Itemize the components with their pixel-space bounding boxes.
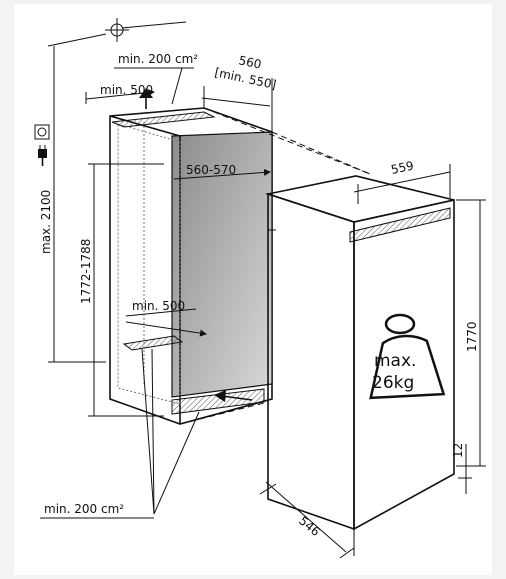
max-height-dimension: max. 2100 — [39, 33, 107, 363]
socket-icon — [34, 124, 50, 140]
top-vent — [111, 111, 216, 128]
ground-leader — [121, 21, 187, 29]
niche-height-dimension: 1772-1788 — [79, 163, 164, 417]
max-height-label: max. 2100 — [39, 190, 53, 254]
appliance-depth-dimension: 546 — [259, 481, 355, 559]
load-label-max: max. — [374, 351, 416, 371]
installation-diagram: max. 2100 min. 200 cm² min. 500 560 — [14, 4, 492, 575]
bottom-vent-label: min. 200 cm² — [44, 502, 124, 516]
guide-top-2 — [271, 131, 371, 175]
appliance-width-dimension: 559 — [353, 158, 451, 204]
inner-width-line — [173, 168, 271, 180]
power-plug-icon — [38, 145, 47, 166]
bottom-vent-rear — [122, 335, 184, 351]
guide-bottom — [179, 401, 269, 425]
arrow-left-icon — [214, 390, 253, 402]
top-vent-label: min. 200 cm² — [118, 52, 198, 66]
appliance-height-label: 1770 — [465, 321, 479, 352]
plinth-height-label: 12 — [451, 443, 465, 458]
bottom-vent-front — [171, 388, 265, 415]
appliance-height-dimension: 1770 — [456, 199, 486, 467]
appliance-width-label: 559 — [390, 158, 415, 176]
diagram-svg: max. 2100 min. 200 cm² min. 500 560 — [34, 18, 486, 559]
niche-height-label: 1772-1788 — [79, 239, 93, 304]
inner-width-label: 560-570 — [186, 163, 236, 177]
load-label-kg: 26kg — [372, 373, 414, 393]
niche-cabinet — [109, 107, 273, 425]
appliance-top-grille — [349, 207, 451, 243]
ground-symbol-icon — [105, 18, 129, 42]
bottom-depth-label: min. 500 — [132, 299, 185, 313]
niche-width-min-label: [min. 550] — [213, 65, 277, 92]
weight-icon — [369, 313, 446, 400]
plinth-height-dimension: 12 — [451, 443, 472, 494]
niche-width-label: 560 — [237, 53, 262, 71]
